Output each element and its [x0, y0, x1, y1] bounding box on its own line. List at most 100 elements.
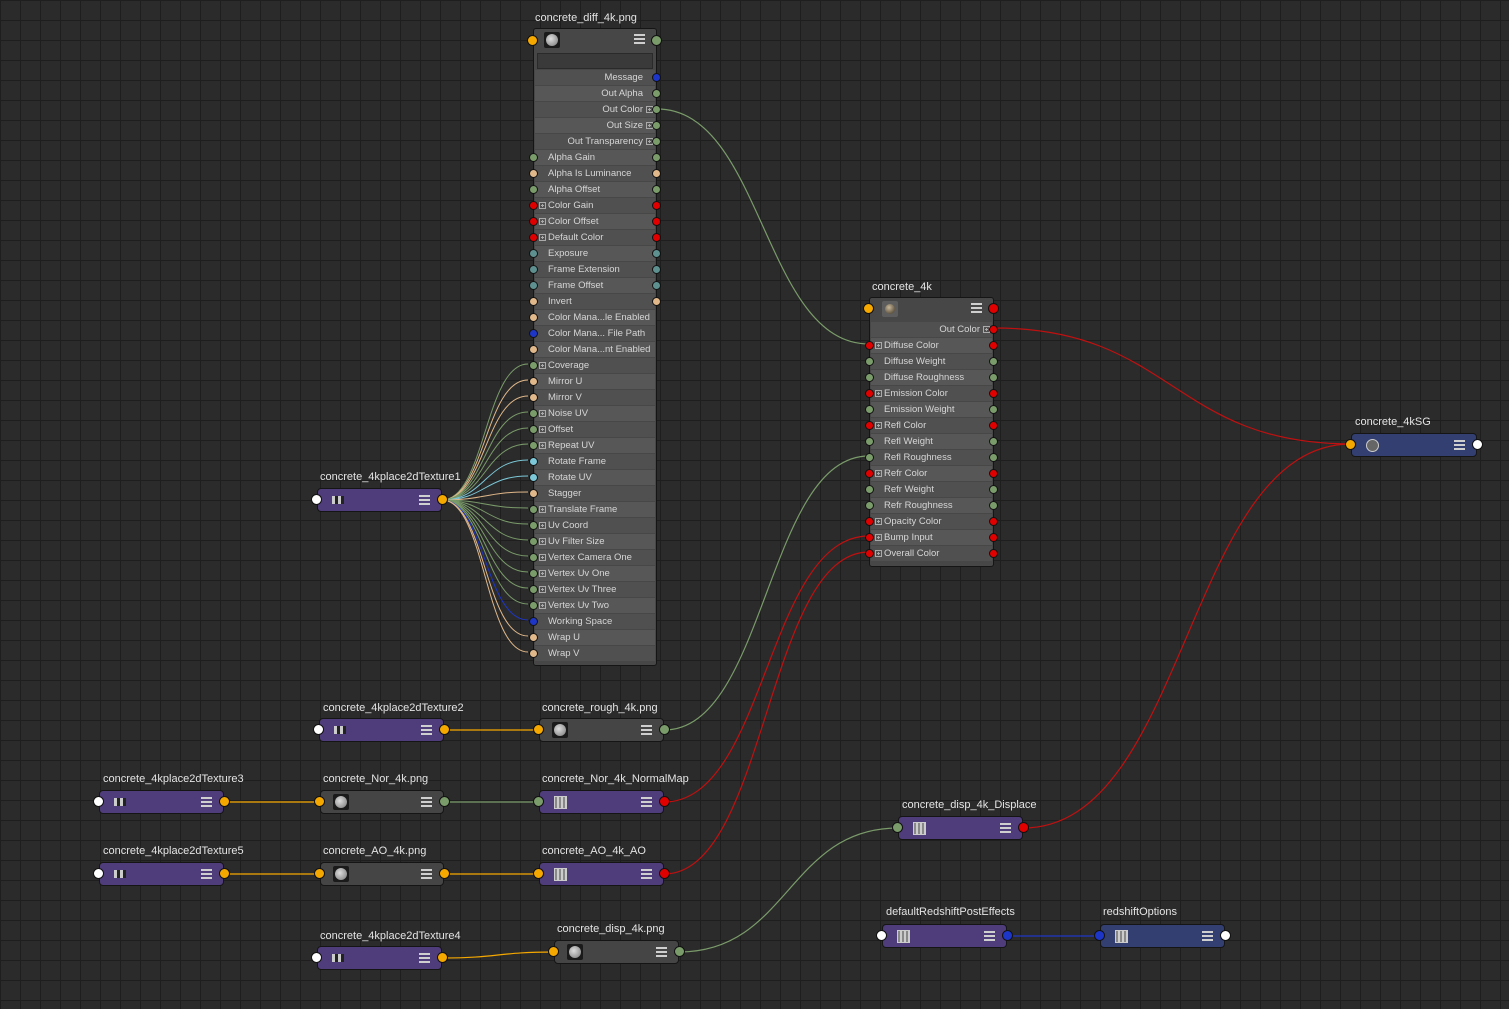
place2-node[interactable]: [319, 718, 444, 742]
disp-input-port[interactable]: [548, 946, 559, 957]
expand-icon[interactable]: [539, 426, 546, 433]
attribute-filter-field[interactable]: [537, 53, 653, 69]
diff-input-attr[interactable]: Color Gain: [535, 198, 655, 213]
input-port[interactable]: [529, 505, 538, 514]
output-port[interactable]: [652, 121, 661, 130]
diff-input-attr[interactable]: Rotate UV: [535, 470, 655, 485]
output-port[interactable]: [652, 105, 661, 114]
diff-node-output-port[interactable]: [651, 35, 662, 46]
diff-input-attr[interactable]: Alpha Is Luminance: [535, 166, 655, 181]
output-port[interactable]: [652, 89, 661, 98]
diff-input-attr[interactable]: Default Color: [535, 230, 655, 245]
expand-icon[interactable]: [875, 550, 882, 557]
aonode-output-port[interactable]: [659, 868, 670, 879]
displace-input-port[interactable]: [892, 822, 903, 833]
expand-icon[interactable]: [875, 422, 882, 429]
disp-output-port[interactable]: [674, 946, 685, 957]
output-port[interactable]: [652, 249, 661, 258]
input-port[interactable]: [529, 473, 538, 482]
diff-input-attr[interactable]: Working Space: [535, 614, 655, 629]
normalmap-output-port[interactable]: [659, 796, 670, 807]
node-menu-icon[interactable]: [641, 725, 652, 736]
input-port[interactable]: [529, 169, 538, 178]
place5-input-port[interactable]: [93, 868, 104, 879]
expand-icon[interactable]: [539, 362, 546, 369]
diff-input-attr[interactable]: Noise UV: [535, 406, 655, 421]
expand-icon[interactable]: [539, 586, 546, 593]
diff-input-attr[interactable]: Frame Extension: [535, 262, 655, 277]
expand-icon[interactable]: [539, 218, 546, 225]
material-input-attr[interactable]: Diffuse Weight: [871, 354, 992, 369]
output-port[interactable]: [652, 297, 661, 306]
diff-input-attr[interactable]: Frame Offset: [535, 278, 655, 293]
attr-port[interactable]: [865, 341, 874, 350]
diff-input-attr[interactable]: Alpha Gain: [535, 150, 655, 165]
input-port[interactable]: [529, 489, 538, 498]
material-input-attr[interactable]: Refr Roughness: [871, 498, 992, 513]
sg-input-port[interactable]: [1345, 439, 1356, 450]
attr-port[interactable]: [865, 405, 874, 414]
node-menu-icon[interactable]: [421, 797, 432, 808]
input-port[interactable]: [529, 297, 538, 306]
attr-port[interactable]: [989, 357, 998, 366]
attr-port[interactable]: [865, 549, 874, 558]
attr-port[interactable]: [989, 501, 998, 510]
place2-output-port[interactable]: [439, 724, 450, 735]
node-menu-icon[interactable]: [1000, 823, 1011, 834]
node-menu-icon[interactable]: [201, 797, 212, 808]
input-port[interactable]: [529, 425, 538, 434]
node-menu-icon[interactable]: [641, 797, 652, 808]
place3-output-port[interactable]: [219, 796, 230, 807]
place4-input-port[interactable]: [311, 952, 322, 963]
material-input-attr[interactable]: Emission Color: [871, 386, 992, 401]
input-port[interactable]: [529, 281, 538, 290]
output-port[interactable]: [989, 325, 998, 334]
rough-input-port[interactable]: [533, 724, 544, 735]
diff-node-input-port[interactable]: [527, 35, 538, 46]
node-menu-icon[interactable]: [421, 725, 432, 736]
material-input-attr[interactable]: Refl Weight: [871, 434, 992, 449]
diff-input-attr[interactable]: Wrap V: [535, 646, 655, 661]
aonode-node[interactable]: [539, 862, 664, 886]
output-port[interactable]: [652, 281, 661, 290]
ao-input-port[interactable]: [314, 868, 325, 879]
aonode-input-port[interactable]: [533, 868, 544, 879]
place3-node[interactable]: [99, 790, 224, 814]
input-port[interactable]: [529, 521, 538, 530]
expand-icon[interactable]: [539, 554, 546, 561]
attr-port[interactable]: [865, 389, 874, 398]
material-input-attr[interactable]: Refl Color: [871, 418, 992, 433]
output-port[interactable]: [652, 185, 661, 194]
attr-port[interactable]: [989, 549, 998, 558]
diff-input-attr[interactable]: Repeat UV: [535, 438, 655, 453]
attr-port[interactable]: [865, 501, 874, 510]
ao-output-port[interactable]: [439, 868, 450, 879]
place4-output-port[interactable]: [437, 952, 448, 963]
diff-input-attr[interactable]: Vertex Camera One: [535, 550, 655, 565]
attr-port[interactable]: [989, 437, 998, 446]
attr-port[interactable]: [989, 373, 998, 382]
output-port[interactable]: [652, 73, 661, 82]
diff-input-attr[interactable]: Mirror U: [535, 374, 655, 389]
post-output-port[interactable]: [1002, 930, 1013, 941]
diff-output-attr[interactable]: Message: [535, 70, 655, 85]
attr-port[interactable]: [989, 485, 998, 494]
place2-input-port[interactable]: [313, 724, 324, 735]
rough-output-port[interactable]: [659, 724, 670, 735]
expand-icon[interactable]: [875, 534, 882, 541]
output-port[interactable]: [652, 169, 661, 178]
material-input-attr[interactable]: Bump Input: [871, 530, 992, 545]
diff-output-attr[interactable]: Out Color: [535, 102, 655, 117]
expand-icon[interactable]: [875, 470, 882, 477]
input-port[interactable]: [529, 617, 538, 626]
node-menu-icon[interactable]: [1454, 440, 1465, 451]
attr-port[interactable]: [989, 517, 998, 526]
diff-input-attr[interactable]: Mirror V: [535, 390, 655, 405]
disp-node[interactable]: [554, 940, 679, 964]
input-port[interactable]: [529, 441, 538, 450]
attr-port[interactable]: [865, 517, 874, 526]
input-port[interactable]: [529, 217, 538, 226]
material-input-attr[interactable]: Refr Color: [871, 466, 992, 481]
